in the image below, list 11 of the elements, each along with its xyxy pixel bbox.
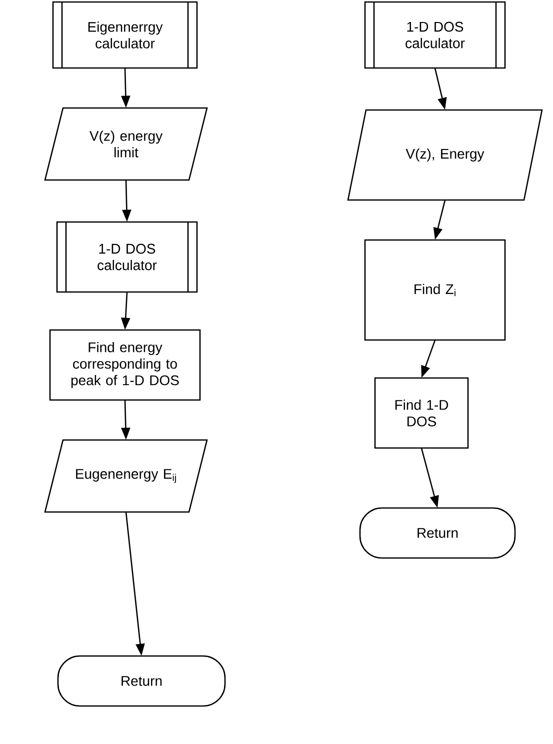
process-box: Find Z$_{i}$ <box>364 239 506 341</box>
predefined-process-box: 1-D DOS calculator <box>56 221 198 293</box>
terminal-box: Return <box>57 655 226 707</box>
predefined-process-box: 1-D DOS calculator <box>364 1 506 69</box>
process-box: Find 1-D DOS <box>374 377 469 449</box>
input-output-parallelogram: Eugenenergy E$_{ij}$ <box>44 439 208 513</box>
input-output-parallelogram: V(z), Energy <box>347 109 543 201</box>
terminal-box: Return <box>359 507 516 559</box>
input-output-parallelogram: V(z) energy limit <box>44 107 208 181</box>
predefined-process-box: Eigennerrgy calculator <box>52 1 198 69</box>
process-box: Find energy corresponding to peak of 1-D DOS <box>49 329 201 401</box>
